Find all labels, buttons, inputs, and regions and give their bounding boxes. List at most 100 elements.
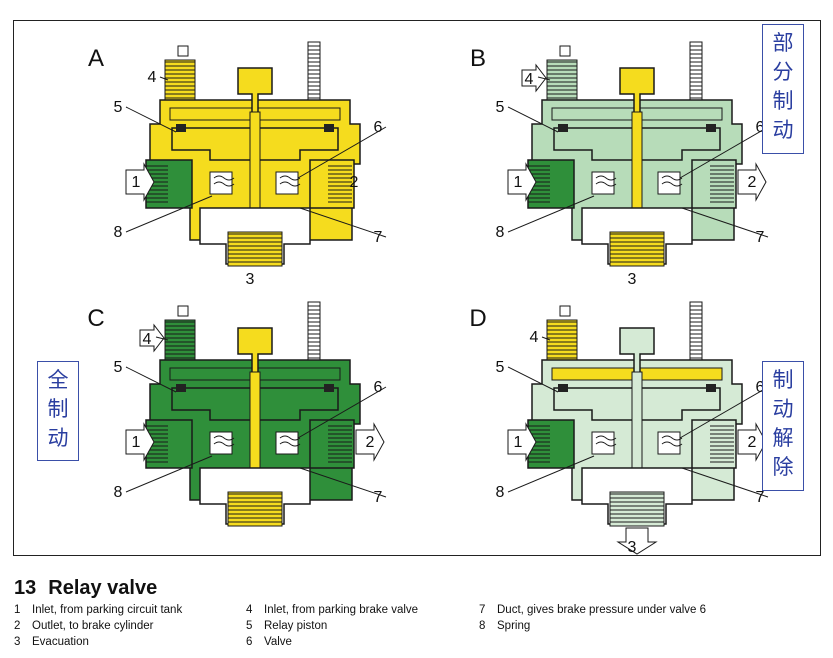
callout-7: 7: [374, 229, 383, 246]
callout-5: 5: [496, 99, 505, 116]
callout-7: 7: [756, 489, 765, 506]
leader-8: [507, 455, 595, 493]
inlet-1-thread: [146, 164, 168, 204]
leader-6: [679, 386, 769, 439]
valve-6-left: [591, 431, 615, 455]
caption-number: 13: [14, 577, 37, 599]
bolt: [689, 41, 703, 101]
seal-right: [706, 124, 716, 132]
callout-6: 6: [374, 119, 383, 136]
outlet-2-thread: [328, 424, 352, 464]
arrow-port-2: [737, 422, 767, 462]
callout-2: 2: [748, 174, 757, 191]
spring-8-right: [661, 435, 683, 447]
exhaust-3-thread: [610, 232, 664, 266]
leader-8: [125, 455, 213, 493]
leader-6: [297, 386, 387, 439]
leader-5: [125, 106, 177, 133]
bolt: [307, 41, 321, 101]
leader-4: [541, 336, 551, 341]
callout-4: 4: [525, 71, 534, 88]
spring-8-right: [279, 435, 301, 447]
leader-5: [507, 366, 559, 393]
valve-6-left: [209, 431, 233, 455]
callout-3: 3: [246, 271, 255, 288]
callout-2: 2: [366, 434, 375, 451]
inlet-1-thread: [528, 424, 550, 464]
callout-8: 8: [114, 484, 123, 501]
arrow-port-3: [616, 527, 658, 555]
spring-8-right: [661, 175, 683, 187]
annotation-brake-release: 制 动 解 除: [762, 361, 804, 491]
callout-6: 6: [374, 379, 383, 396]
bolt: [307, 301, 321, 361]
valve-6-right: [275, 171, 299, 195]
leader-5: [507, 106, 559, 133]
callout-1: 1: [132, 174, 141, 191]
exhaust-3-thread: [610, 492, 664, 526]
port-4-hatch: [547, 60, 577, 100]
leader-7: [299, 467, 387, 498]
port-4-hatch: [547, 320, 577, 360]
callout-8: 8: [114, 224, 123, 241]
seal-right: [324, 124, 334, 132]
panel-letter: C: [87, 305, 104, 332]
port-4-hatch: [165, 60, 195, 100]
top-fitting: [559, 305, 571, 317]
arrow-port-1: [125, 162, 155, 202]
callout-8: 8: [496, 224, 505, 241]
exhaust-3-thread: [228, 492, 282, 526]
seal-right: [324, 384, 334, 392]
spring-8-left: [595, 175, 617, 187]
spring-8-left: [213, 435, 235, 447]
seal-right: [706, 384, 716, 392]
seal-left: [176, 124, 186, 132]
leader-7: [299, 207, 387, 238]
top-fitting: [559, 45, 571, 57]
callout-8: 8: [496, 484, 505, 501]
callout-4: 4: [143, 331, 152, 348]
panel-letter: D: [469, 305, 486, 332]
inlet-1-thread: [146, 424, 168, 464]
callout-7: 7: [756, 229, 765, 246]
leader-6: [297, 126, 387, 179]
callout-2: 2: [350, 174, 359, 191]
spring-8-right: [279, 175, 301, 187]
callout-6: 6: [756, 379, 765, 396]
outlet-2-thread: [328, 164, 352, 204]
valve-6-right: [657, 431, 681, 455]
arrow-port-4: [139, 323, 165, 353]
leader-7: [681, 467, 769, 498]
leader-6: [679, 126, 769, 179]
arrow-port-4: [521, 63, 547, 93]
leader-4: [155, 336, 169, 341]
valve-6-left: [591, 171, 615, 195]
seal-left: [176, 384, 186, 392]
callout-5: 5: [496, 359, 505, 376]
outlet-2-thread: [710, 424, 734, 464]
bolt: [689, 301, 703, 361]
valve-6-left: [209, 171, 233, 195]
callout-4: 4: [530, 329, 539, 346]
callout-1: 1: [132, 434, 141, 451]
leader-8: [125, 195, 213, 233]
callout-3: 3: [628, 539, 637, 556]
callout-5: 5: [114, 359, 123, 376]
leader-5: [125, 366, 177, 393]
callout-4: 4: [148, 69, 157, 86]
top-fitting: [177, 305, 189, 317]
seal-left: [558, 124, 568, 132]
top-fitting: [177, 45, 189, 57]
arrow-port-1: [507, 162, 537, 202]
panel-letter: A: [88, 45, 104, 72]
